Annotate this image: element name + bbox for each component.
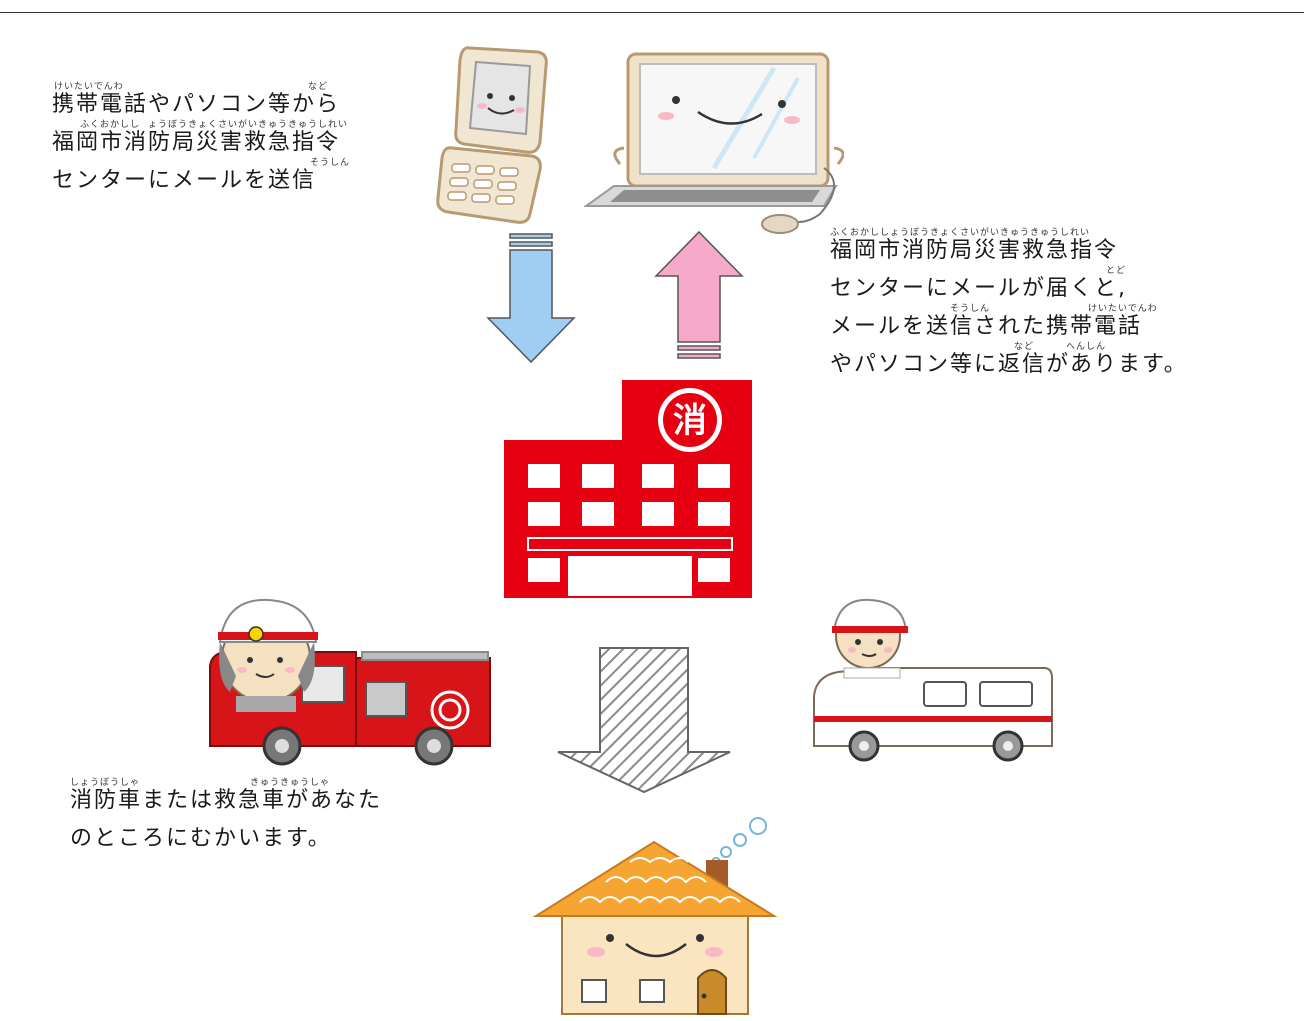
text-reply-line-3: そうしんけいたいでんわメールを送信された携帯電話 xyxy=(830,304,1158,339)
text-reply-line-2: とどセンターにメールが届くと, xyxy=(830,266,1127,301)
ruby: など xyxy=(308,82,329,92)
text-send-line-3: そうしんセンターにメールを送信 xyxy=(52,158,351,193)
ruby: とど xyxy=(1106,266,1127,276)
text-dispatch-line-1: しょうぼうしゃきゅうきゅうしゃ消防車または救急車があなた xyxy=(70,778,383,813)
text-reply-line-1: ふくおかししょうぼうきょくさいがいきゅうきゅうしれい福岡市消防局災害救急指令 xyxy=(830,228,1119,263)
house-illustration xyxy=(530,812,780,1017)
text-send-line-2: ふくおかししょうぼうきょくさいがいきゅうきゅうしれい福岡市消防局災害救急指令 xyxy=(52,120,349,155)
mobile-phone-illustration xyxy=(430,44,560,226)
arrow-down-hatched-icon xyxy=(554,646,734,796)
station-sign-text: 消 xyxy=(673,401,707,441)
ruby: へんしん xyxy=(1066,342,1107,352)
ambulance-illustration xyxy=(808,596,1058,766)
fire-engine-illustration xyxy=(206,596,496,766)
text-reply-line-4: などへんしんやパソコン等に返信があります。 xyxy=(830,342,1188,377)
ruby: ょうぼうきょくさいがいきゅうきゅうしれい xyxy=(148,120,349,130)
ruby: けいたいでんわ xyxy=(1088,304,1158,314)
ruby: など xyxy=(1014,342,1035,352)
ruby: けいたいでんわ xyxy=(54,82,124,92)
text-send-block: けいたいでんわなど携帯電話やパソコン等から ふくおかししょうぼうきょくさいがいき… xyxy=(52,82,351,200)
ruby: そうしん xyxy=(310,158,351,168)
ruby: しょうぼうしゃ xyxy=(70,778,141,788)
top-rule xyxy=(0,12,1304,13)
arrow-up-icon xyxy=(654,230,744,362)
laptop-illustration xyxy=(584,48,844,238)
text-dispatch-block: しょうぼうしゃきゅうきゅうしゃ消防車または救急車があなた のところにむかいます。 xyxy=(70,778,383,858)
ruby: ふくおかしし xyxy=(80,120,141,130)
text-dispatch-line-2: のところにむかいます。 xyxy=(70,826,332,851)
arrow-down-icon xyxy=(486,232,576,364)
ruby: きゅうきゅうしゃ xyxy=(250,778,331,788)
fire-station-building: 消 xyxy=(502,378,754,600)
text-send-line-1: けいたいでんわなど携帯電話やパソコン等から xyxy=(52,82,341,117)
ruby: そうしん xyxy=(950,304,991,314)
ruby: ふくおかししょうぼうきょくさいがいきゅうきゅうしれい xyxy=(830,228,1091,238)
text-reply-block: ふくおかししょうぼうきょくさいがいきゅうきゅうしれい福岡市消防局災害救急指令 と… xyxy=(830,228,1188,384)
